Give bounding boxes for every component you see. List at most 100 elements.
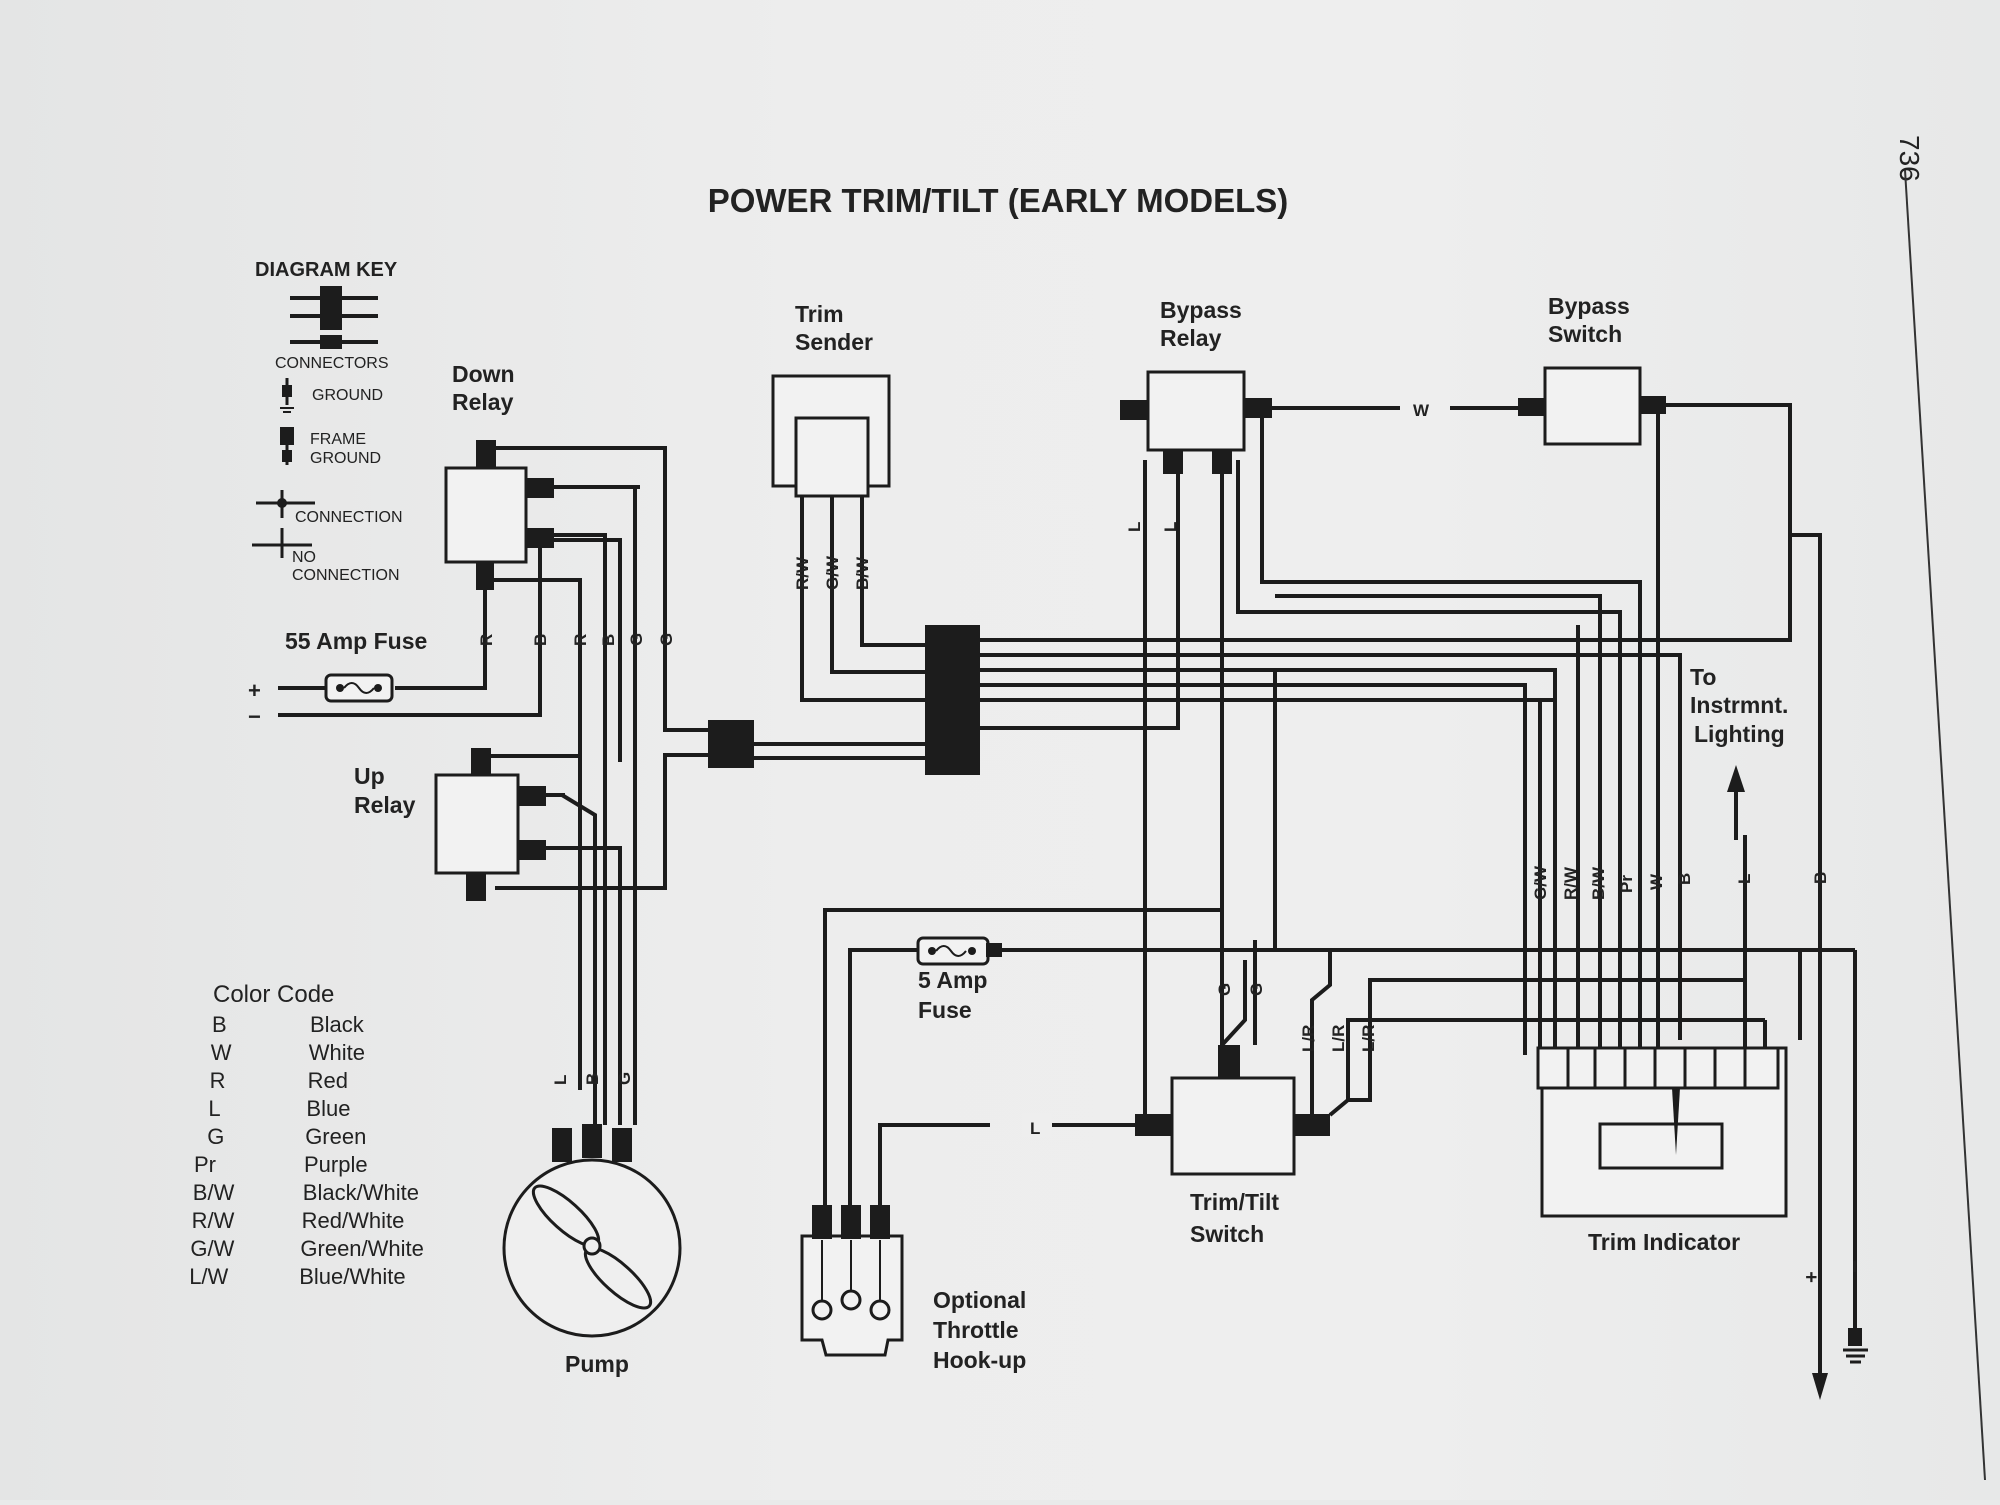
color-code-name: Black/White [303, 1180, 419, 1205]
down-relay [444, 440, 554, 590]
throttle-label-1: Optional [933, 1287, 1026, 1313]
color-code-abbrev: L [208, 1096, 220, 1121]
key-connectors-label: CONNECTORS [275, 355, 389, 372]
color-code-abbrev: G/W [190, 1236, 234, 1261]
color-code-abbrev: B [212, 1012, 227, 1037]
throttle-hookup-connector [800, 1205, 904, 1357]
throttle-label-2: Throttle [933, 1317, 1019, 1343]
trim-tilt-switch-label-1: Trim/Tilt [1190, 1189, 1279, 1215]
pump [502, 1124, 682, 1338]
color-code-abbrev: R [210, 1068, 226, 1093]
color-code-name: Blue/White [299, 1264, 405, 1289]
wire-label-ind-bw: B/W [1589, 866, 1608, 900]
wire-label-bypass-w: W [1413, 401, 1430, 420]
key-frame-ground-label-1: FRAME [310, 431, 366, 448]
up-relay [434, 748, 546, 901]
wire-label-pump-l: L [551, 1075, 570, 1085]
fuse-55-label: 55 Amp Fuse [285, 628, 427, 654]
wire-label-bypass-l1: L [1125, 522, 1144, 532]
connectors-symbol [290, 286, 378, 349]
battery-plus-left: + [248, 678, 261, 703]
key-connection-label: CONNECTION [295, 509, 403, 526]
wire-label-switch-lr3: L/R [1359, 1025, 1378, 1052]
wire-label-switch-lr2: L/R [1329, 1025, 1348, 1052]
wire-label-down-b: B [531, 634, 550, 646]
wire-label-switch-g2: G [1247, 983, 1266, 996]
fuse-55-amp [324, 673, 394, 703]
key-no-connection-label-1: NO [292, 549, 316, 566]
fuse-5-amp [916, 936, 1002, 966]
color-code-name: Blue [306, 1096, 350, 1121]
color-code-name: Green/White [300, 1236, 424, 1261]
diagram-title: POWER TRIM/TILT (EARLY MODELS) [708, 182, 1289, 219]
wire-label-sender-bw: B/W [853, 556, 872, 590]
battery-output [1812, 1328, 1868, 1400]
wire-label-ind-w: W [1647, 873, 1666, 890]
trim-indicator [1536, 1046, 1788, 1218]
bypass-relay-label-2: Relay [1160, 325, 1222, 351]
color-code-abbrev: G [207, 1124, 224, 1149]
up-relay-label-1: Up [354, 763, 385, 789]
bypass-relay-label-1: Bypass [1160, 297, 1242, 323]
wire-label-ind-b: B [1675, 873, 1694, 885]
bypass-switch-label-2: Switch [1548, 321, 1622, 347]
wire-label-ind-rw: R/W [1561, 866, 1580, 900]
main-junction-connector [925, 625, 980, 775]
key-heading: DIAGRAM KEY [255, 259, 398, 281]
down-relay-label-1: Down [452, 361, 515, 387]
page-edge-line [1904, 169, 1986, 1481]
wire-label-down-g: G [627, 633, 646, 646]
wire-label-pump-b: B [583, 1073, 602, 1085]
wire-label-switch-l: L [1030, 1119, 1040, 1138]
color-code-heading: Color Code [213, 981, 334, 1008]
color-code-abbrev: L/W [189, 1264, 228, 1289]
key-frame-ground-label-2: GROUND [310, 450, 381, 467]
color-code-abbrev: B/W [193, 1180, 235, 1205]
trim-indicator-label: Trim Indicator [1588, 1229, 1740, 1255]
page-number: 736 [1894, 135, 1925, 182]
wire-label-ind-b2: B [1811, 872, 1830, 884]
wire-label-pump-g: G [615, 1072, 634, 1085]
diagram-key: DIAGRAM KEY CONNECTORS GROUND FRAME GROU… [252, 259, 403, 584]
key-no-connection-label-2: CONNECTION [292, 567, 400, 584]
wire-label-down-b2: B [599, 634, 618, 646]
wire-label-sender-rw: R/W [793, 556, 812, 590]
color-code-name: Purple [304, 1152, 368, 1177]
color-code-name: Green [305, 1124, 366, 1149]
bypass-switch-label-1: Bypass [1548, 293, 1630, 319]
bypass-relay [1120, 370, 1272, 474]
color-code-name: White [309, 1040, 365, 1065]
trim-tilt-switch [1135, 1045, 1330, 1176]
wire-labels: R B R B G G R/W G/W B/W L L W L B G G G … [477, 396, 1830, 1138]
wire-label-switch-g1: G [1215, 983, 1234, 996]
wire-label-down-r: R [477, 634, 496, 646]
fuse-5-label-2: Fuse [918, 997, 972, 1023]
trim-sender-label-2: Sender [795, 329, 873, 355]
instrument-lighting-label-2: Instrmnt. [1690, 692, 1788, 718]
no-connection-symbol [252, 528, 312, 558]
connection-symbol [256, 490, 315, 518]
relay-harness-connector [708, 720, 754, 768]
trim-tilt-switch-label-2: Switch [1190, 1221, 1264, 1247]
color-code-name: Red/White [302, 1208, 405, 1233]
color-code-name: Black [310, 1012, 365, 1037]
wire-label-ind-pr: Pr [1617, 875, 1636, 893]
instrument-lighting-label-3: Lighting [1694, 721, 1785, 747]
wire-label-ind-l: L [1735, 874, 1754, 884]
wire-label-down-g2: G [657, 633, 676, 646]
wire-label-down-r2: R [571, 634, 590, 646]
instrument-lighting-arrow [1727, 765, 1745, 840]
instrument-lighting-label-1: To [1690, 664, 1716, 690]
battery-minus-right: − [1842, 1260, 1867, 1273]
color-code-abbrev: W [211, 1040, 232, 1065]
wire-label-ind-gw: G/W [1531, 865, 1550, 900]
frame-ground-symbol [280, 427, 294, 465]
trim-sender [771, 374, 891, 505]
wire-label-bypass-l2: L [1161, 522, 1180, 532]
wire-label-sender-gw: G/W [823, 555, 842, 590]
down-relay-label-2: Relay [452, 389, 514, 415]
